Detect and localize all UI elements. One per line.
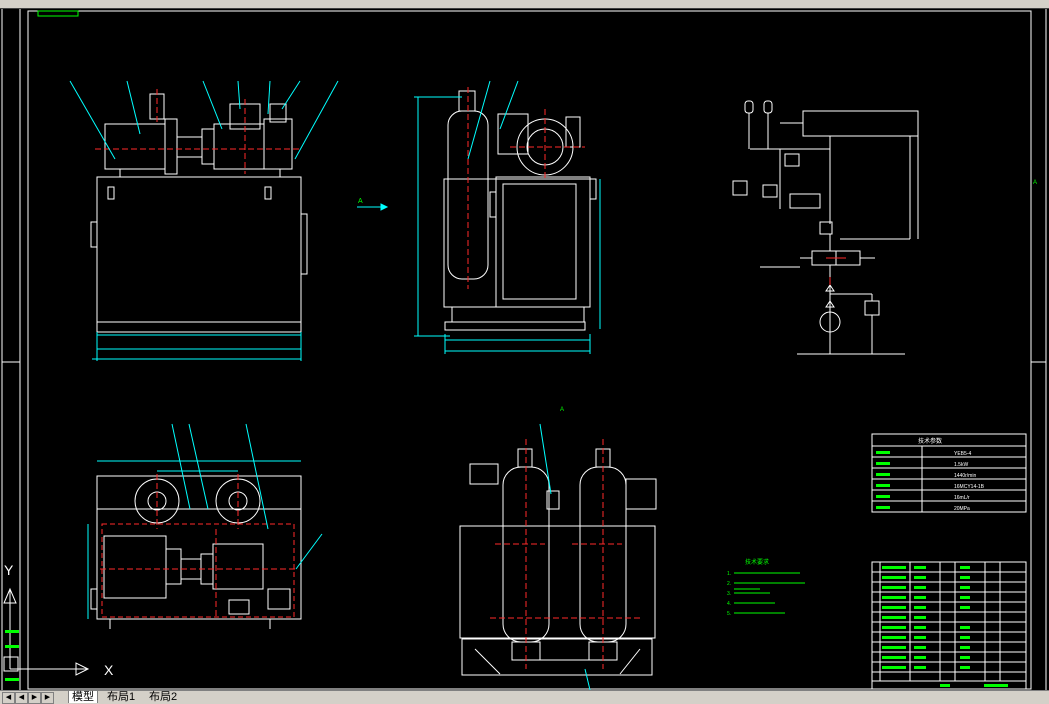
technical-notes: 技术要求 1. 2. 3. 4. 5. (727, 558, 805, 617)
note-line-4: 4. (727, 601, 731, 607)
doc-tab-6[interactable] (710, 0, 811, 7)
stamp-box (37, 10, 79, 17)
drawing-canvas[interactable]: A (0, 9, 1049, 691)
note-line-2: 2. (727, 581, 731, 587)
cad-drawing: A (1, 9, 1047, 691)
doc-tab-3[interactable] (310, 0, 356, 7)
doc-tab-1[interactable] (0, 0, 151, 7)
doc-tab-4[interactable] (355, 0, 571, 7)
ucs-axis-icon (3, 587, 90, 676)
left-marks (5, 630, 19, 681)
section-view-label: A (560, 407, 564, 413)
frame-marker-right: A (1033, 180, 1037, 186)
spec-value-1: YEB5-4 (954, 451, 971, 457)
note-line-3: 3. (727, 591, 731, 597)
ucs-x-label: X (104, 662, 114, 678)
tab-layout2[interactable]: 布局2 (149, 691, 178, 703)
section-marker-a: A (358, 198, 363, 205)
drawing-border (1, 9, 1047, 690)
hydraulic-schematic (732, 100, 919, 355)
spec-label-marks (876, 451, 890, 509)
parts-list-marks (882, 566, 1008, 687)
note-line-1: 1. (727, 571, 731, 577)
front-view (69, 80, 339, 361)
layout-tab-bar: ◀ ◀ ▶ ▶ 模型 布局1 布局2 (0, 690, 1049, 704)
prev-page-icon[interactable]: ◀ (15, 692, 28, 704)
side-view: A (357, 80, 601, 354)
note-line-5: 5. (727, 611, 731, 617)
spec-value-4: 16MCY14-1B (954, 484, 985, 490)
document-tab-strip (0, 0, 1049, 8)
doc-tab-5[interactable] (570, 0, 711, 7)
spec-table: 技术参数 YEB5-4 1.5kW 1440r/min 16MCY14-1B 1… (871, 433, 1027, 513)
spec-table-title: 技术参数 (918, 437, 942, 445)
tab-model[interactable]: 模型 (68, 691, 98, 703)
ucs-y-label: Y (4, 562, 14, 578)
last-page-icon[interactable]: ▶ (41, 692, 54, 704)
section-view-a: A (459, 407, 657, 691)
tab-layout1[interactable]: 布局1 (107, 691, 136, 703)
spec-value-5: 16mL/r (954, 495, 970, 501)
first-page-icon[interactable]: ◀ (2, 692, 15, 704)
spec-value-2: 1.5kW (954, 462, 968, 468)
top-divider (0, 8, 1049, 9)
top-view (87, 423, 323, 629)
schematic-highlights (826, 257, 846, 285)
note-text-strokes (734, 572, 805, 614)
next-page-icon[interactable]: ▶ (28, 692, 41, 704)
doc-tab-7[interactable] (810, 0, 1049, 7)
doc-tab-2[interactable] (150, 0, 311, 7)
notes-title: 技术要求 (745, 558, 769, 566)
parts-list (871, 561, 1027, 690)
spec-value-6: 20MPa (954, 506, 970, 512)
spec-value-3: 1440r/min (954, 473, 976, 479)
